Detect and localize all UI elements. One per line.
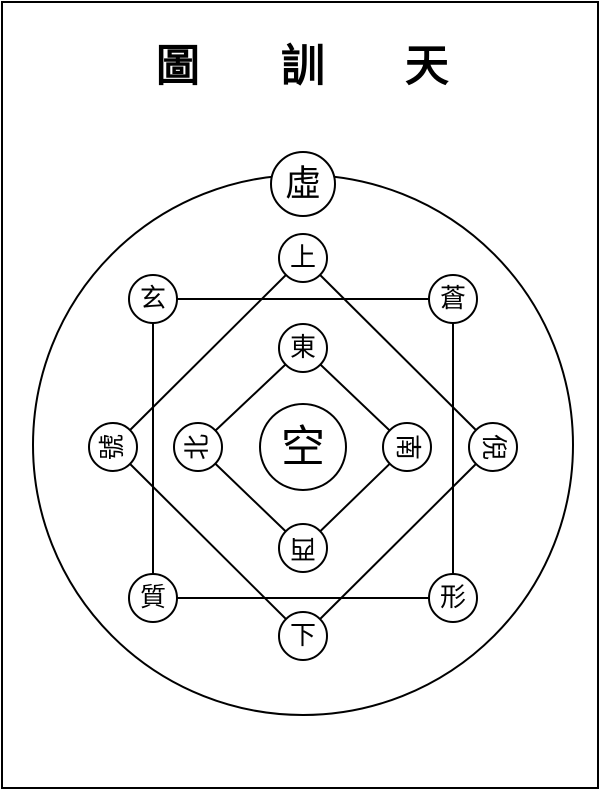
large-diamond-edge-se	[302, 446, 494, 637]
large-diamond-edge-ne	[302, 257, 494, 448]
large-diamond-edge-nw	[112, 257, 304, 448]
node-cang: 蒼	[428, 274, 478, 324]
large-diamond-edge-sw	[112, 446, 304, 637]
title-char-1: 圖	[156, 41, 200, 92]
node-bei-label: 北	[183, 434, 213, 460]
node-kong: 空	[259, 403, 347, 491]
node-xu-label: 虛	[285, 164, 321, 205]
node-shang-label: 上	[290, 243, 316, 273]
node-xing: 形	[428, 573, 478, 623]
node-cang-label: 蒼	[440, 284, 466, 314]
node-xuan: 玄	[128, 274, 178, 324]
node-nan: 南	[382, 422, 432, 472]
node-xing-label: 形	[440, 583, 466, 613]
node-xuan-label: 玄	[140, 284, 166, 314]
node-dong: 東	[278, 323, 328, 373]
node-hao-label: 號	[98, 434, 128, 460]
node-kong-label: 空	[281, 422, 325, 473]
node-xi: 西	[278, 523, 328, 573]
node-ni-label: 倪	[478, 434, 508, 460]
node-shang: 上	[278, 233, 328, 283]
title-char-2: 訓	[281, 41, 325, 92]
title-char-3: 天	[405, 41, 449, 92]
node-ni: 倪	[468, 422, 518, 472]
node-xia-label: 下	[290, 621, 316, 651]
node-zhi: 質	[128, 573, 178, 623]
node-nan-label: 南	[392, 434, 422, 460]
node-zhi-label: 質	[140, 583, 166, 613]
node-xia: 下	[278, 611, 328, 661]
node-dong-label: 東	[290, 333, 316, 363]
node-xu: 虛	[270, 151, 336, 217]
node-xi-label: 西	[290, 533, 316, 563]
node-hao: 號	[88, 422, 138, 472]
node-bei: 北	[173, 422, 223, 472]
